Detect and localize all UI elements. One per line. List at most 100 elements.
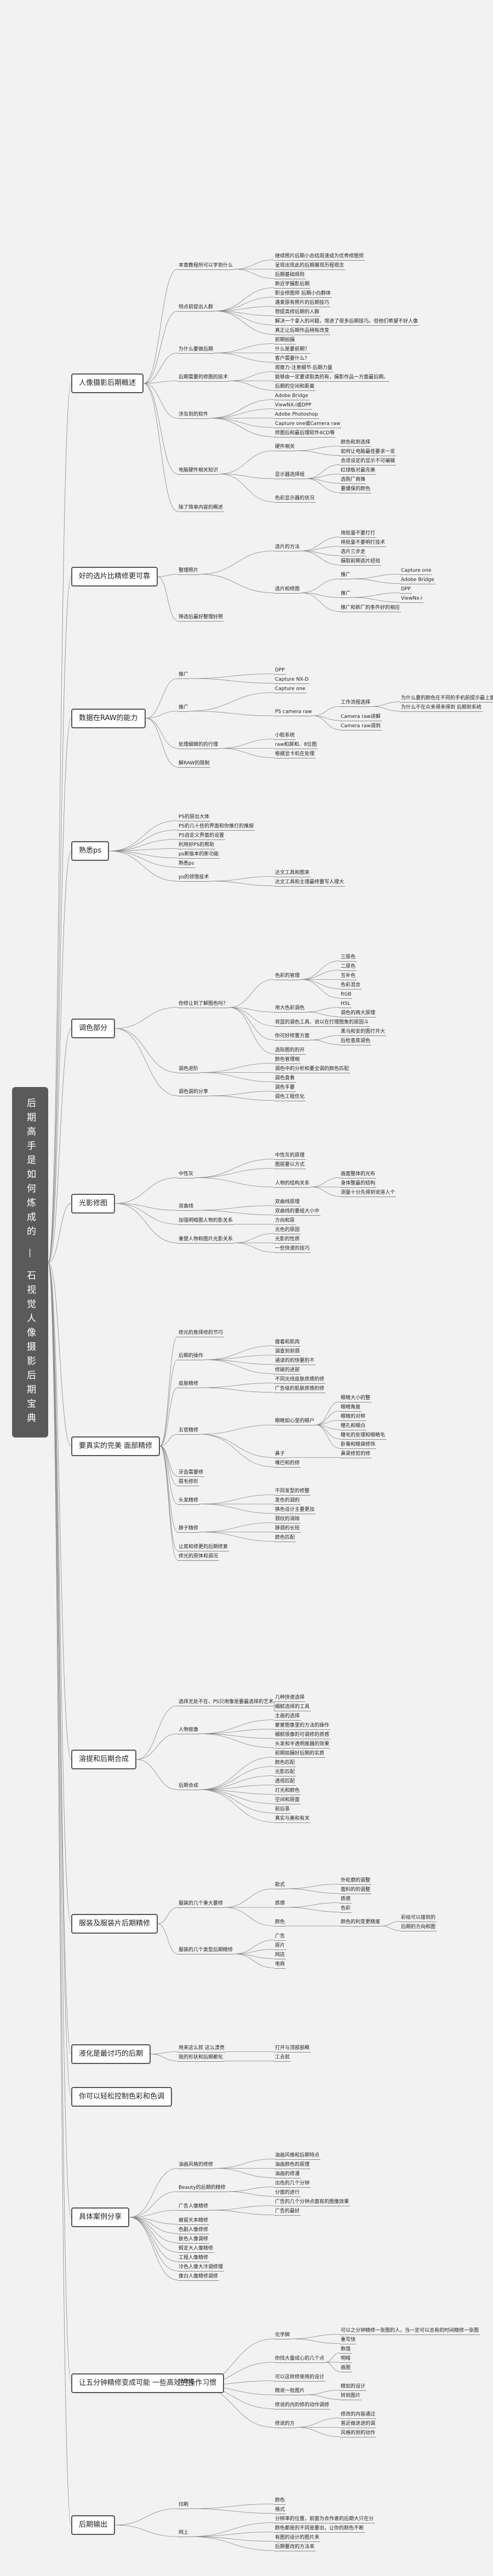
connector <box>143 353 178 384</box>
connector <box>199 1775 274 1790</box>
branch-level3: RGB <box>340 991 353 999</box>
branch-level2: 瘦着和肌肉 <box>274 1338 301 1347</box>
connector <box>199 1789 274 1822</box>
connector <box>108 820 178 852</box>
connector <box>315 1420 340 1425</box>
branch-level2: raw和屏和、8位图 <box>274 741 318 749</box>
branch-level1: 牙齿需要修 <box>177 1469 205 1477</box>
branch-level3: 睫毛的处理和眼睛毛 <box>340 1431 387 1440</box>
branch-level2: 真实与美和有关 <box>274 1815 311 1823</box>
connector <box>189 2536 274 2542</box>
branch-level1: 调色调的分享 <box>177 1088 210 1096</box>
connector <box>305 464 340 479</box>
connector <box>199 1494 274 1504</box>
branch-level2: 发色的调的 <box>274 1497 301 1505</box>
branch-level2: 图层要以方式 <box>274 1161 306 1169</box>
connector <box>199 1434 274 1458</box>
connector <box>214 297 274 312</box>
branch-level3: 面料的的调整 <box>340 1886 372 1894</box>
branch-level1: 冷色人像大冷调修理 <box>177 2263 225 2272</box>
branch-level2: 调色中的分析和要全调的颜色匹配 <box>274 1065 351 1073</box>
branch-level2: 中性灰的原理 <box>274 1152 306 1160</box>
connector <box>233 1243 274 1252</box>
branch-level2: 选片和修图 <box>274 585 301 594</box>
branch-level1: 让底和修更的后期修复 <box>177 1543 230 1551</box>
connector <box>48 1262 72 1924</box>
connector <box>48 1262 72 2526</box>
branch-level2: 鼻子 <box>274 1450 286 1458</box>
connector <box>189 674 274 679</box>
branch-level2: 显示器选择组 <box>274 471 306 479</box>
branch-level3: 色彩 <box>340 1905 352 1913</box>
branch-level3: 重写快 <box>340 2336 357 2344</box>
branch-level3: 二原色 <box>340 963 357 971</box>
branch-level2: 达文工具和图来 <box>274 869 311 877</box>
branch-level1: 处理细微的的行理 <box>177 741 220 749</box>
branch-level2: 色彩显示器的状况 <box>274 495 316 503</box>
branch-level2: 前期拍摄好后期的实质 <box>274 1750 326 1758</box>
branch-level1: 脖子精修 <box>177 1525 200 1533</box>
connector <box>214 311 274 325</box>
connector <box>150 2051 178 2055</box>
branch-level2: 灯光和颜色 <box>274 1787 301 1795</box>
branch-level3: 瞳孔和眼白 <box>340 1422 367 1430</box>
branch-level1: 假定大人像精修 <box>177 2245 215 2253</box>
branch-level3: 调色的两大原理 <box>340 1009 377 1017</box>
connector <box>114 2525 178 2537</box>
branch-level1: 快捷键 <box>177 2378 195 2386</box>
connector <box>108 850 178 882</box>
connector <box>199 1789 274 1804</box>
connector <box>300 593 340 598</box>
connector <box>48 1262 72 2218</box>
connector <box>159 1387 178 1446</box>
branch-level1: 解RAW的限制 <box>177 760 211 768</box>
connector <box>310 1177 340 1187</box>
branch-level2: 油画风格和后期特点 <box>274 2152 321 2160</box>
connector <box>199 1532 274 1542</box>
branch-level2: 能够由一定要读取类的有，摄影作品一方面最后期。 <box>274 373 390 382</box>
branch-level2: 颜色都是的不同是要出，让你的颜色不断 <box>274 2525 365 2533</box>
connector <box>108 850 178 858</box>
branch-level2: 光影匹配 <box>274 1768 296 1776</box>
connector <box>381 1925 400 1931</box>
branch-level1: ps新版本的新功能 <box>177 850 220 859</box>
branch-level3: 可以之分钟精修一张图的人，当一定可以总有的时间精修一张图 <box>340 2327 480 2335</box>
category-node: 服装及服装片后期精修 <box>71 1914 158 1934</box>
branch-level2: 观察力·注意细节·后期力量 <box>274 364 334 372</box>
branch-level2: 职业修图师 后期小白群体 <box>274 290 332 298</box>
branch-level2: 前期拍摄 <box>274 336 296 344</box>
branch-level1: 筛选后最好整理好照 <box>177 613 225 622</box>
branch-level2: 双曲线的要组大小中 <box>274 1208 321 1216</box>
branch-level1: 特点前提出人群 <box>177 303 215 312</box>
category-node: 数据在RAW的能力 <box>71 708 146 728</box>
category-node: 你可以轻松控制色彩和色调 <box>71 2086 173 2107</box>
connector <box>199 1766 274 1790</box>
branch-level2: 色彩的管理 <box>274 972 301 980</box>
connector <box>157 574 178 577</box>
branch-level1: 肤色人像调修 <box>177 2235 210 2244</box>
connector <box>325 2362 340 2372</box>
branch-level2: 颜色匹配 <box>274 1534 296 1542</box>
connector <box>300 546 340 551</box>
connector <box>108 839 178 852</box>
branch-level1: PS自定义界面的设置 <box>177 832 226 840</box>
branch-level1: 后期需要的修图的技术 <box>177 373 230 382</box>
connector <box>285 1884 340 1889</box>
branch-level3: 画图 <box>340 2364 352 2372</box>
branch-level3: 推广和新厂的条件好的相应 <box>340 604 402 612</box>
connector <box>143 383 178 418</box>
connector <box>305 1011 340 1017</box>
category-node: 人像摄影后期概述 <box>71 373 144 393</box>
branch-level3: 选片三步走 <box>340 548 367 556</box>
branch-level2: 广告级的肌肤质感的修 <box>274 1385 326 1393</box>
branch-level1: 我的形状和后期都化 <box>177 2054 225 2062</box>
branch-level3: 用批量不要打打 <box>340 530 377 538</box>
connector <box>189 2522 274 2537</box>
branch-level3: 测量十分先得到说道人个 <box>340 1189 397 1197</box>
connector <box>114 1203 178 1224</box>
branch-level1: 本章教程所可以学到什么 <box>177 262 234 270</box>
connector <box>129 2217 178 2234</box>
branch-level1: 推广 <box>177 704 190 712</box>
connector <box>209 1091 274 1096</box>
branch-level2: 电商 <box>274 1960 286 1969</box>
